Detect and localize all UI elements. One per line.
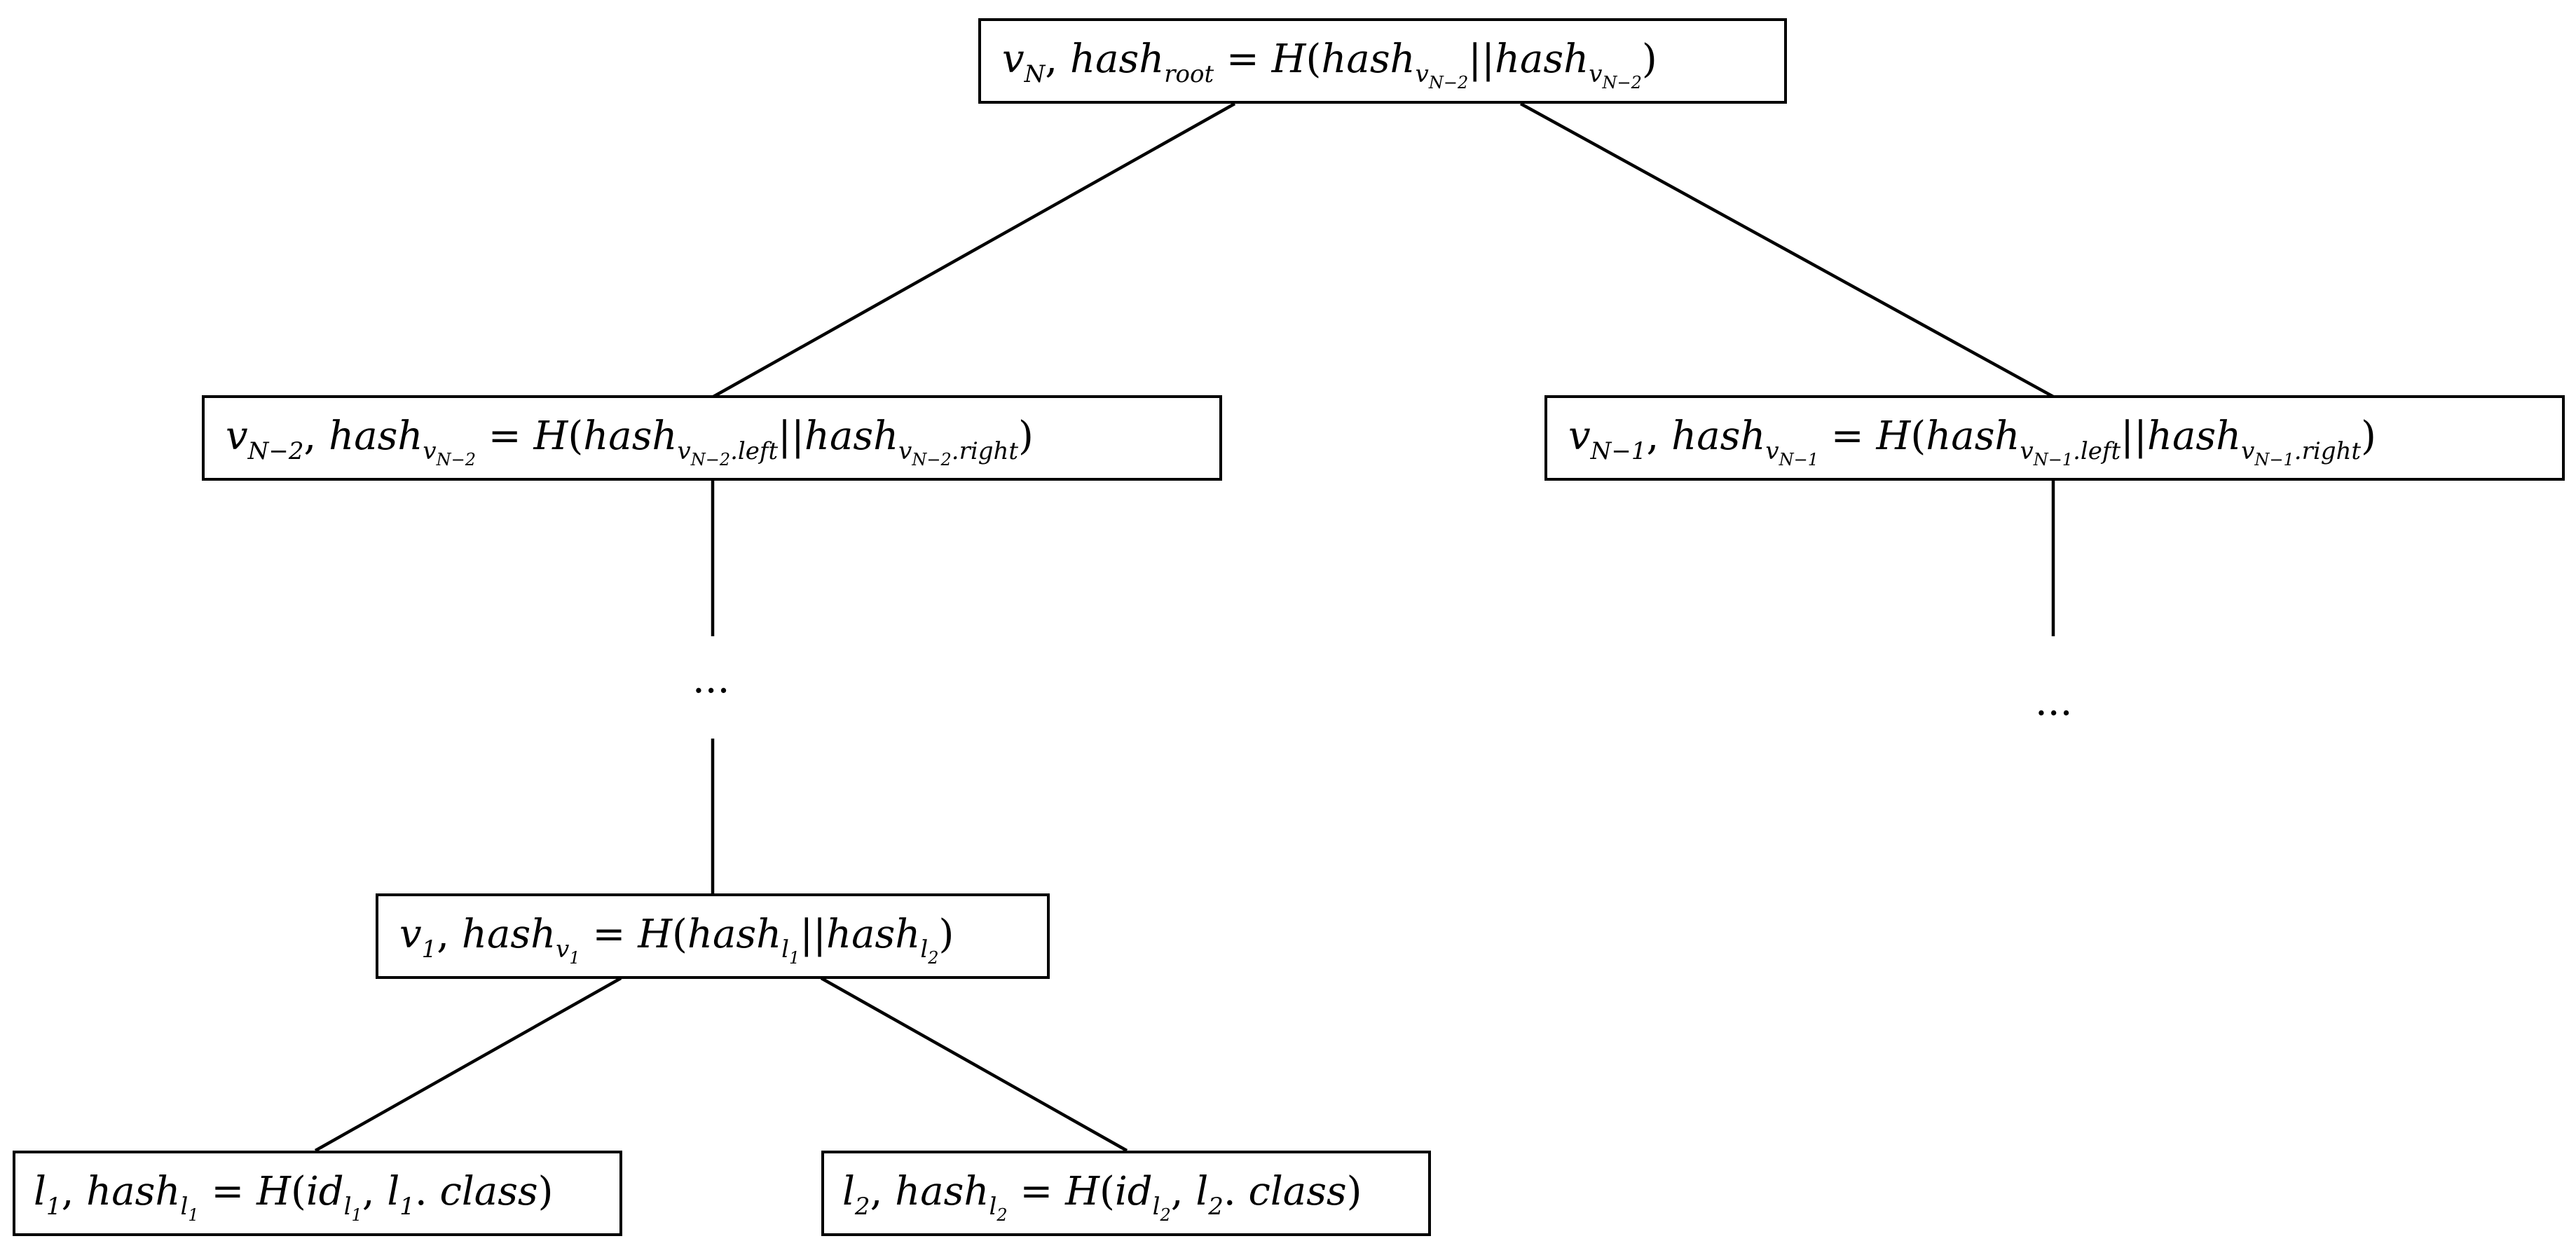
node-leaf-l2: l2, hashl2 = H(idl2, l2. class) xyxy=(821,1151,1431,1236)
edge-root-to-vn2 xyxy=(712,102,1236,398)
node-root: vN, hashroot = H(hashvN−2||hashvN−2) xyxy=(978,18,1787,104)
edge-v1-to-l2 xyxy=(820,977,1128,1152)
node-vn1: vN−1, hashvN−1 = H(hashvN−1.left||hashvN… xyxy=(1544,395,2565,481)
node-vn2-formula: vN−2, hashvN−2 = H(hashvN−2.left||hashvN… xyxy=(226,413,1034,469)
node-leaf-l1-formula: l1, hashl1 = H(idl1, l1. class) xyxy=(34,1168,554,1225)
node-root-formula: vN, hashroot = H(hashvN−2||hashvN−2) xyxy=(1002,36,1657,92)
edge-v1-to-l1 xyxy=(314,977,622,1152)
node-v1-formula: v1, hashv1 = H(hashl1||hashl2) xyxy=(399,911,954,968)
ellipsis-left: ... xyxy=(692,657,730,702)
node-vn2: vN−2, hashvN−2 = H(hashvN−2.left||hashvN… xyxy=(202,395,1222,481)
edge-root-to-vn1 xyxy=(1519,102,2055,398)
node-v1: v1, hashv1 = H(hashl1||hashl2) xyxy=(376,893,1050,979)
node-leaf-l2-formula: l2, hashl2 = H(idl2, l2. class) xyxy=(842,1168,1362,1225)
node-leaf-l1: l1, hashl1 = H(idl1, l1. class) xyxy=(13,1151,622,1236)
node-vn1-formula: vN−1, hashvN−1 = H(hashvN−1.left||hashvN… xyxy=(1568,413,2376,469)
ellipsis-right: ... xyxy=(2035,679,2073,725)
